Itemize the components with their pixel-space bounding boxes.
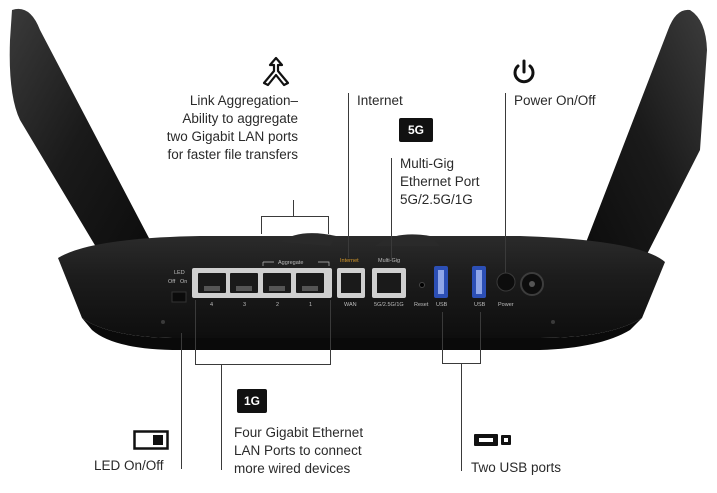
multigig-badge-text: 5G bbox=[407, 123, 424, 137]
line-aggregation-bracket-top bbox=[261, 216, 329, 217]
line-multigig bbox=[391, 158, 392, 260]
router-label-multigig: Multi-Gig bbox=[378, 258, 400, 264]
router-label-usb2: USB bbox=[474, 302, 486, 308]
callout-usb: Two USB ports bbox=[471, 460, 562, 475]
line-internet bbox=[348, 93, 349, 258]
callout-link-aggregation: Link Aggregation– Ability to aggregate t… bbox=[166, 93, 298, 162]
router-label-port-4: 4 bbox=[210, 302, 213, 308]
callout-lan-ports: Four Gigabit Ethernet LAN Ports to conne… bbox=[234, 425, 364, 476]
callout-internet: Internet bbox=[357, 93, 403, 108]
line-usb-drop bbox=[461, 363, 462, 471]
router-label-port-1: 1 bbox=[309, 302, 312, 308]
lan-badge: 1G bbox=[237, 389, 267, 413]
router-label-port-2: 2 bbox=[276, 302, 279, 308]
line-lan-right bbox=[330, 300, 331, 365]
usb-icon bbox=[474, 434, 511, 446]
power-button bbox=[496, 272, 516, 292]
reset-hole bbox=[419, 282, 425, 288]
line-lan-drop bbox=[221, 364, 222, 470]
right-antenna bbox=[585, 9, 707, 268]
router-label-internet: Internet bbox=[340, 258, 359, 264]
line-aggregation-vertical bbox=[293, 200, 294, 216]
line-led bbox=[181, 333, 182, 469]
lan-badge-text: 1G bbox=[243, 394, 260, 408]
router-label-led-off: Off bbox=[168, 279, 176, 285]
router-label-aggregate: Aggregate bbox=[278, 260, 303, 266]
left-antenna bbox=[9, 8, 151, 262]
line-usb-left bbox=[442, 312, 443, 364]
power-icon bbox=[513, 59, 535, 84]
router-label-wan: WAN bbox=[344, 302, 357, 308]
line-lan-bottom bbox=[195, 364, 331, 365]
led-switch bbox=[171, 291, 187, 303]
line-aggregation-bracket-left bbox=[261, 216, 262, 234]
router-label-multigig-speeds: 5G/2.5G/1G bbox=[374, 302, 404, 308]
callout-led: LED On/Off bbox=[94, 458, 164, 473]
callout-multigig: Multi-Gig Ethernet Port 5G/2.5G/1G bbox=[400, 156, 480, 207]
merge-arrow-icon bbox=[262, 56, 290, 87]
line-lan-left bbox=[195, 300, 196, 365]
multigig-badge: 5G bbox=[399, 118, 433, 142]
line-aggregation-bracket-right bbox=[328, 216, 329, 234]
router-label-led: LED bbox=[174, 270, 185, 276]
router-label-reset: Reset bbox=[414, 302, 429, 308]
router-label-led-on: On bbox=[180, 279, 187, 285]
callout-power: Power On/Off bbox=[514, 93, 596, 108]
router-label-usb1: USB bbox=[436, 302, 448, 308]
router-label-power: Power bbox=[498, 302, 514, 308]
router-label-port-3: 3 bbox=[243, 302, 246, 308]
line-usb-right bbox=[480, 312, 481, 364]
line-power bbox=[505, 93, 506, 273]
toggle-switch-icon bbox=[133, 430, 169, 450]
